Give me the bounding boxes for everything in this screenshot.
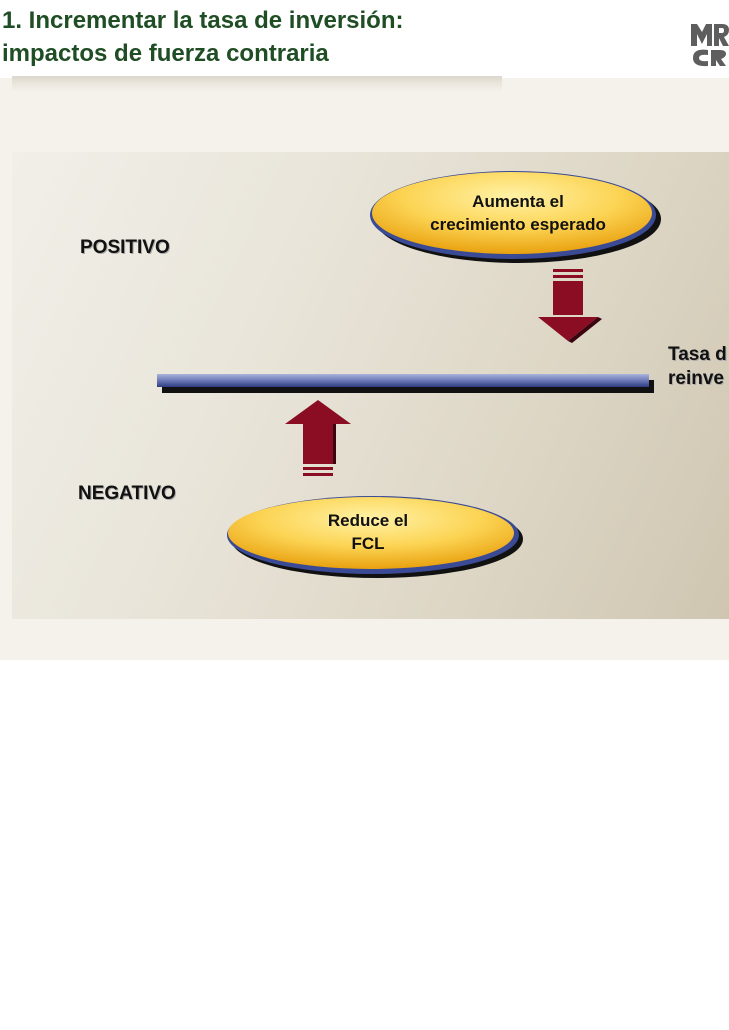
positive-label: POSITIVO <box>80 237 170 258</box>
positive-effect-oval: Aumenta el crecimiento esperado <box>368 170 668 270</box>
investment-rate-label: Tasa d reinve <box>668 343 727 391</box>
investment-rate-bar <box>157 374 654 393</box>
slide-title: 1. Incrementar la tasa de inversión: imp… <box>2 4 404 70</box>
investment-rate-label-line-1: Tasa d <box>668 344 727 365</box>
title-underline <box>12 76 502 92</box>
title-band <box>0 0 729 78</box>
investment-rate-label-line-2: reinve <box>668 368 724 389</box>
mrc-logo-icon <box>691 24 729 67</box>
positive-effect-line-1: Aumenta el <box>472 192 564 211</box>
slide: 1. Incrementar la tasa de inversión: imp… <box>0 0 729 660</box>
positive-effect-line-2: crecimiento esperado <box>430 215 606 234</box>
slide-title-line-1: 1. Incrementar la tasa de inversión: <box>2 7 404 34</box>
arrow-down-icon <box>538 269 602 343</box>
negative-effect-text: Reduce el FCL <box>216 509 520 555</box>
negative-label: NEGATIVO <box>78 483 176 504</box>
negative-effect-line-1: Reduce el <box>327 511 409 530</box>
positive-effect-text: Aumenta el crecimiento esperado <box>368 190 668 236</box>
negative-effect-line-2: FCL <box>351 534 385 553</box>
slide-title-line-2: impactos de fuerza contraria <box>2 40 329 67</box>
negative-effect-oval: Reduce el FCL <box>224 494 528 582</box>
arrow-up-icon <box>285 400 351 476</box>
